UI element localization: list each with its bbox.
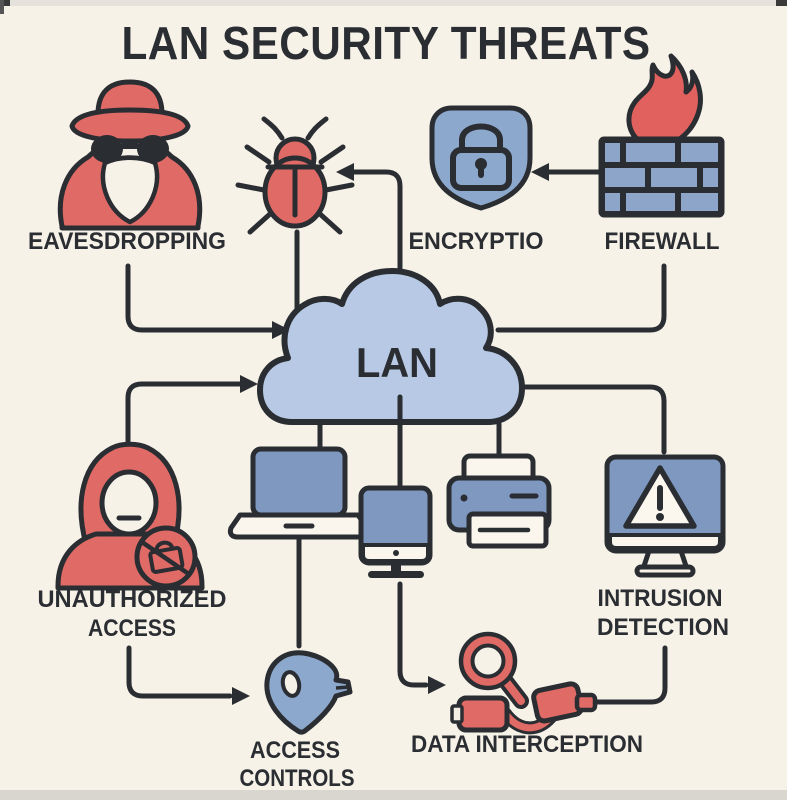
magnifier-cable-icon [450,631,598,735]
edge-firewall-to-lan [495,263,667,333]
intrusion-label-line1: INTRUSION [598,585,723,612]
arrowhead [240,375,258,393]
shield-lock-icon [429,105,533,211]
flame [626,53,703,143]
edge-lan-to-intrusion [515,384,667,455]
arrowhead [272,321,290,339]
key-hole [280,670,302,698]
sunglasses [91,135,169,163]
edge-intrusion-to-data-interception [591,645,668,705]
lan-label: LAN [356,339,438,386]
arrowhead [428,676,446,694]
laptop-icon [227,446,371,540]
edge-firewall-to-encryption [531,163,603,181]
firewall-label: FIREWALL [605,228,720,255]
unauthorized-label-line1: UNAUTHORIZED [38,586,227,613]
bottom-edge-strip [0,790,787,800]
top-edge-strip [0,0,787,14]
no-access-badge [134,525,198,589]
hat-crown [95,79,165,117]
printer-icon [446,453,552,549]
usb-tab [574,692,598,713]
lock-shackle [459,123,503,152]
data-interception-label: DATA INTERCEPTION [411,731,643,758]
face [99,469,159,537]
page-title: LAN SECURITY THREATS [122,17,651,69]
eavesdropping-label: EAVESDROPPING [28,228,226,255]
encryption-label: ENCRYPTIO [409,228,544,255]
firewall-icon [598,53,725,218]
access-controls-label-line1: ACCESS [250,737,340,764]
warning-monitor-icon [604,454,726,578]
edge-lan-to-bug [336,163,403,295]
bug-icon [235,116,355,235]
usb-plug-left [456,695,510,733]
access-controls-label-line2: CONTROLS [240,765,355,792]
key-icon [264,650,353,735]
monitor-icon [358,485,433,578]
edge-monitor-to-data-interception [397,581,446,694]
keyhole [475,158,487,170]
arrowhead [336,163,354,181]
intrusion-label-line2: DETECTION [597,614,729,641]
edge-unauthorized-to-lan [125,375,258,447]
arrowhead [531,163,549,181]
edge-eavesdropping-to-lan [125,263,290,339]
hooded-figure-icon [55,441,205,591]
unauthorized-label-line2: ACCESS [88,615,176,642]
edge-unauthorized-to-access-controls [126,645,250,705]
hat-brim [69,107,191,144]
arrowhead [232,687,250,705]
spy-icon [57,79,203,231]
lan-cloud: LAN [257,268,525,490]
bricks [605,143,718,211]
